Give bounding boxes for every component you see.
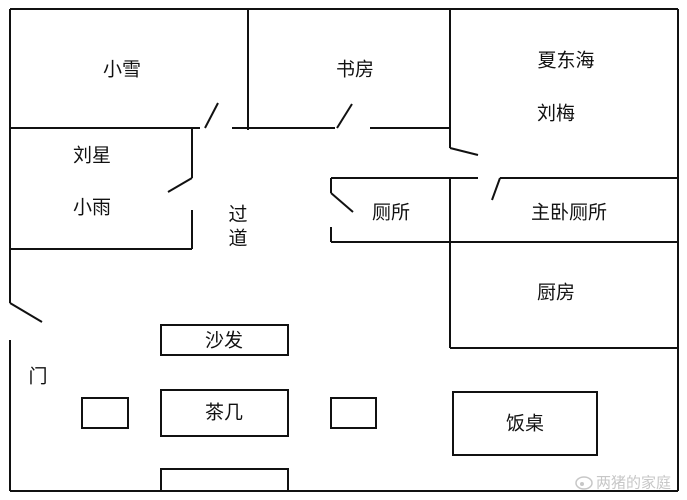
weibo-icon [575, 476, 593, 490]
label-dining-table: 饭桌 [506, 413, 544, 435]
door-toilet [330, 192, 354, 213]
room-study-walls [248, 103, 450, 129]
label-master-toilet: 主卧厕所 [531, 202, 607, 224]
label-xiaoyu: 小雨 [73, 197, 111, 219]
watermark-text: 两猪的家庭 [596, 474, 671, 492]
room-master-walls [449, 9, 479, 156]
entrance-door-swing [9, 302, 43, 323]
door-master [449, 147, 479, 156]
label-liu-mei: 刘梅 [537, 103, 575, 125]
label-door: 门 [28, 366, 47, 388]
dining-table [452, 391, 598, 456]
bench [160, 468, 289, 492]
label-study: 书房 [336, 59, 374, 81]
door-xiaoxue [204, 102, 219, 129]
room-kitchen-walls [449, 242, 678, 349]
label-coffee-table: 茶几 [205, 402, 243, 424]
toilet-block-walls [330, 177, 678, 243]
door-study [336, 103, 353, 129]
label-sofa: 沙发 [205, 330, 243, 352]
room-kids-walls [10, 128, 193, 250]
door-kids [167, 177, 193, 193]
label-hallway-1: 过 [228, 204, 247, 226]
label-toilet: 厕所 [372, 202, 410, 224]
door-master-toilet [491, 177, 501, 201]
side-table-left [81, 397, 129, 429]
coffee-table [160, 389, 289, 437]
watermark: 两猪的家庭 [575, 474, 671, 492]
side-table-right [330, 397, 377, 429]
outer-walls [9, 8, 679, 492]
sofa [160, 324, 289, 356]
label-kitchen: 厨房 [537, 282, 575, 304]
label-hallway-2: 道 [228, 228, 247, 250]
label-xiaoxue: 小雪 [103, 59, 141, 81]
room-xiaoxue-walls [10, 9, 249, 130]
label-liu-xing: 刘星 [73, 145, 111, 167]
label-xia-donghai: 夏东海 [537, 50, 594, 72]
